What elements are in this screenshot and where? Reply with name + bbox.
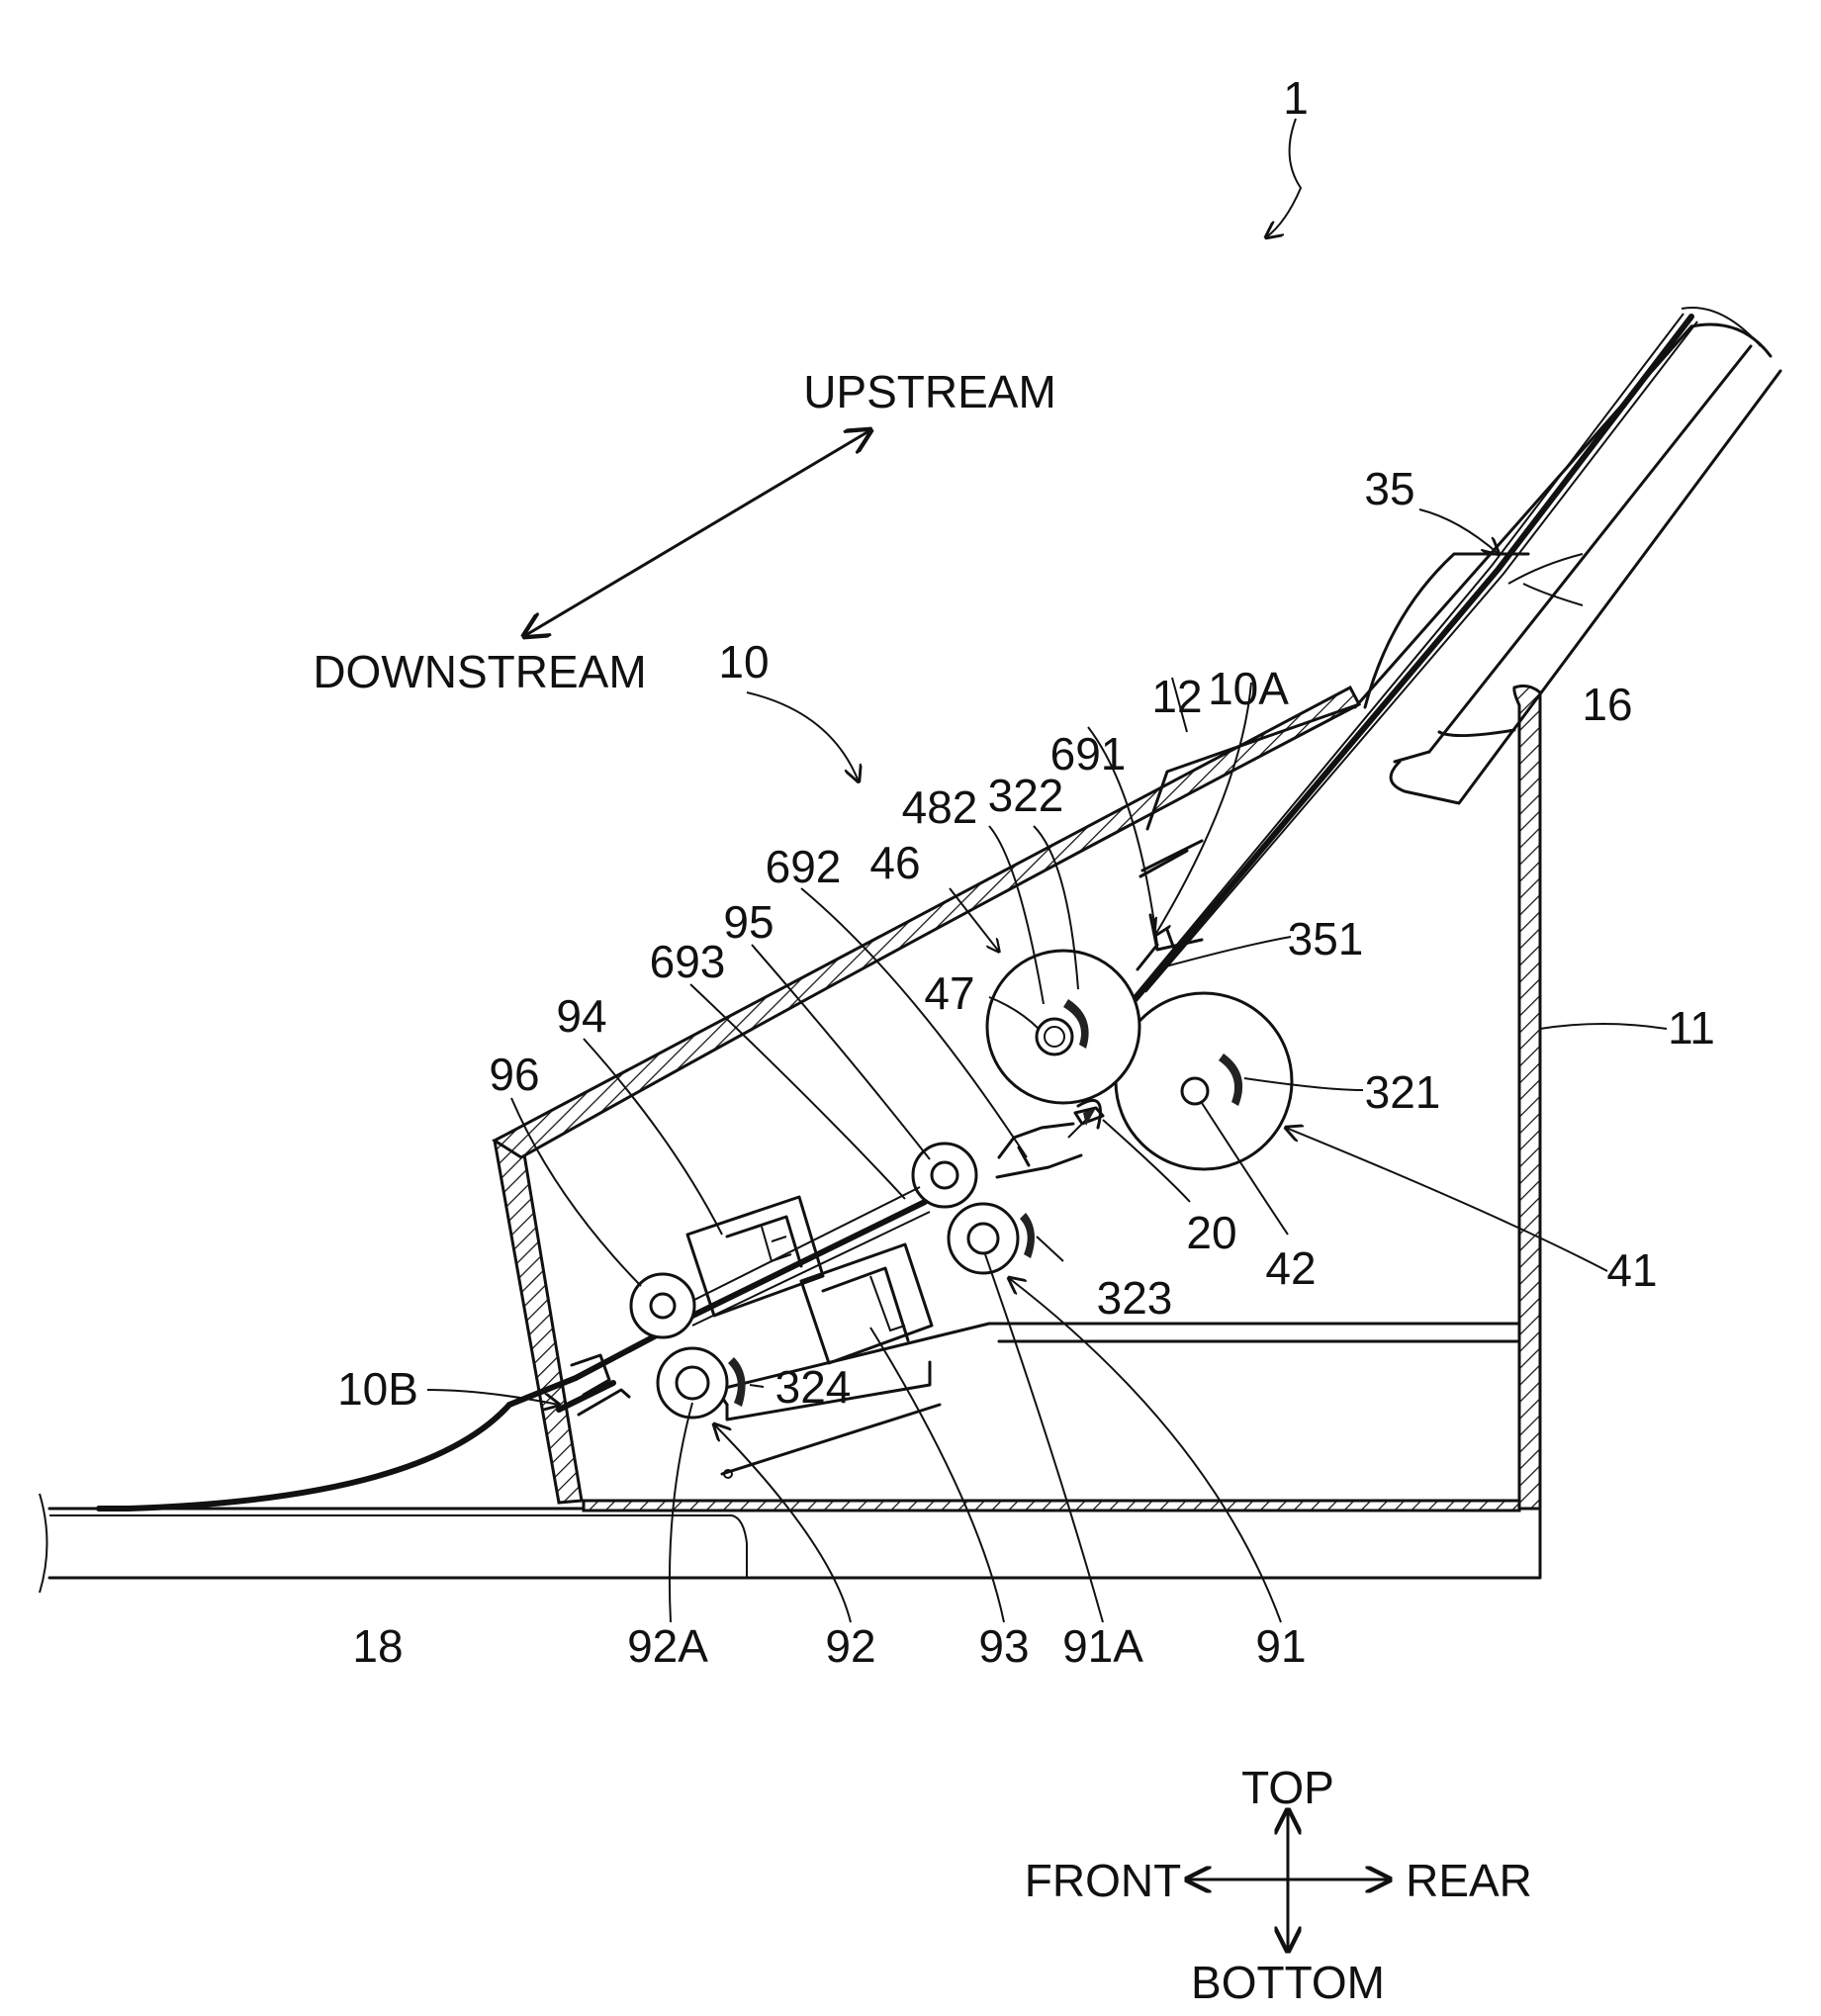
label-sheet-stack: 35 bbox=[1364, 463, 1414, 514]
label-guide-flap: 20 bbox=[1186, 1207, 1236, 1258]
label-lower-feed-roller: 91 bbox=[1255, 1620, 1306, 1672]
label-arrow-323: 323 bbox=[1097, 1272, 1173, 1324]
upper-reader bbox=[687, 1197, 823, 1316]
label-guide-693: 693 bbox=[650, 936, 726, 987]
label-separation-unit: 46 bbox=[869, 837, 920, 888]
label-upstream: UPSTREAM bbox=[803, 366, 1056, 417]
lower-reader bbox=[801, 1244, 932, 1363]
label-front: FRONT bbox=[1025, 1855, 1181, 1906]
label-rear: REAR bbox=[1406, 1855, 1532, 1906]
label-arrow-324: 324 bbox=[775, 1361, 852, 1413]
separation-unit bbox=[987, 951, 1139, 1103]
feed-tray bbox=[1355, 308, 1780, 803]
label-cover-opening-b: 10B bbox=[337, 1363, 418, 1415]
label-lower-feed-roller-axis: 91A bbox=[1062, 1620, 1143, 1672]
label-downstream: DOWNSTREAM bbox=[313, 646, 646, 697]
label-arrow-321: 321 bbox=[1365, 1066, 1441, 1118]
label-housing: 11 bbox=[1668, 1002, 1715, 1054]
label-separation-axis: 47 bbox=[924, 967, 974, 1019]
sheet-stack bbox=[1128, 314, 1697, 1004]
label-pickup-roller-axis: 42 bbox=[1265, 1242, 1316, 1294]
label-cover: 10 bbox=[718, 636, 769, 687]
label-cover-opening-a: 10A bbox=[1208, 663, 1289, 714]
label-upper-reader: 94 bbox=[556, 990, 606, 1042]
label-apparatus: 1 bbox=[1283, 72, 1309, 124]
label-upper-discharge-roller: 96 bbox=[489, 1049, 539, 1100]
label-lower-reader: 93 bbox=[978, 1620, 1029, 1672]
label-top: TOP bbox=[1241, 1762, 1334, 1813]
label-discharge-roller-axis: 92A bbox=[627, 1620, 708, 1672]
label-separation-member: 482 bbox=[902, 781, 978, 833]
label-pickup-roller-unit: 41 bbox=[1606, 1244, 1657, 1296]
label-bottom: BOTTOM bbox=[1191, 1957, 1385, 2008]
label-upper-feed-roller: 95 bbox=[723, 896, 774, 948]
feed-rollers bbox=[913, 1144, 1035, 1273]
label-guide-692: 692 bbox=[766, 841, 842, 892]
label-sheet-edge: 351 bbox=[1288, 913, 1364, 964]
label-feed-tray: 16 bbox=[1582, 679, 1632, 730]
label-upper-guide: 12 bbox=[1151, 671, 1202, 722]
cover-exit bbox=[559, 1355, 629, 1415]
label-discharge-roller: 92 bbox=[825, 1620, 875, 1672]
orientation-cross bbox=[1187, 1810, 1390, 1951]
label-arrow-322: 322 bbox=[988, 770, 1064, 821]
label-discharge-tray: 18 bbox=[352, 1620, 403, 1672]
